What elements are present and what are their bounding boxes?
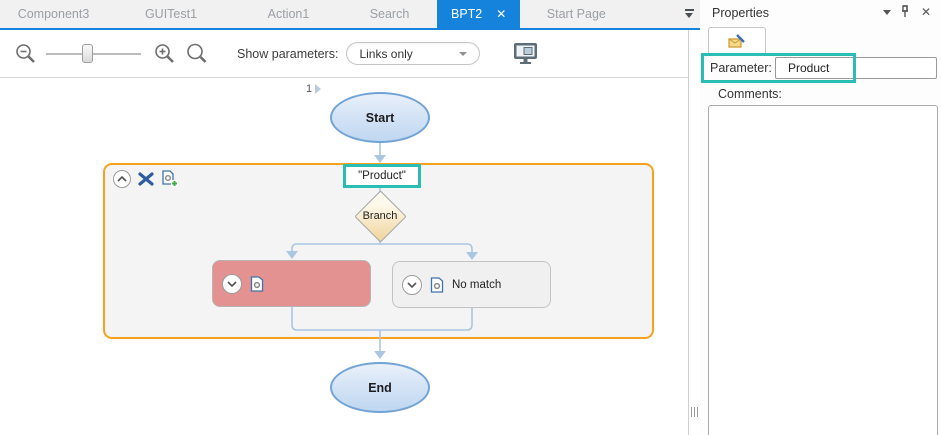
- add-document-icon[interactable]: [161, 170, 178, 188]
- tab-search[interactable]: Search: [342, 0, 437, 28]
- zoom-slider[interactable]: [46, 43, 141, 65]
- zoom-in-icon[interactable]: [153, 42, 177, 66]
- splitter-grip[interactable]: [691, 407, 698, 417]
- group-header-icons: [113, 170, 178, 188]
- tab-component3[interactable]: Component3: [0, 0, 107, 28]
- branch-case-node-selected[interactable]: [212, 260, 371, 307]
- parameter-label: Parameter:: [710, 61, 772, 75]
- branch-decision-node[interactable]: Branch: [352, 190, 408, 243]
- zoom-slider-track: [46, 52, 141, 55]
- branch-case-node-no-match[interactable]: No match: [392, 261, 551, 308]
- tab-overflow-menu-icon[interactable]: [684, 9, 694, 18]
- properties-title: Properties: [712, 6, 769, 20]
- parameter-value-label: "Product": [358, 170, 406, 182]
- comments-textarea[interactable]: [708, 105, 938, 435]
- zoom-out-icon[interactable]: [14, 42, 38, 66]
- tab-action1[interactable]: Action1: [235, 0, 342, 28]
- case-document-icon: [430, 276, 444, 293]
- show-parameters-label: Show parameters:: [237, 46, 339, 61]
- parameter-tab[interactable]: [708, 27, 766, 54]
- collapse-group-icon[interactable]: [113, 170, 131, 188]
- document-tabbar: Component3 GUITest1 Action1 Search BPT2 …: [0, 0, 700, 30]
- start-node-label: Start: [365, 110, 395, 125]
- tab-label: Search: [369, 7, 410, 21]
- sequence-marker: 1: [306, 83, 322, 95]
- parameter-tab-icon: [728, 33, 745, 48]
- branch-group-box[interactable]: [103, 163, 654, 339]
- start-node[interactable]: Start: [330, 92, 430, 143]
- pane-separator: [688, 30, 689, 435]
- end-node[interactable]: End: [330, 362, 430, 413]
- sequence-number: 1: [306, 83, 313, 95]
- expand-case-icon[interactable]: [402, 274, 422, 295]
- pin-panel-icon[interactable]: [899, 5, 911, 19]
- tab-bpt2-active[interactable]: BPT2 ✕: [437, 0, 521, 28]
- zoom-slider-handle[interactable]: [82, 43, 93, 63]
- tab-label: BPT2: [451, 7, 483, 21]
- overflow-triangle: [685, 13, 693, 18]
- parameter-row: Parameter:: [700, 56, 941, 82]
- case-document-icon: [250, 275, 264, 292]
- tab-label: GUITest1: [144, 7, 198, 21]
- parameter-value-node[interactable]: "Product": [343, 164, 421, 188]
- comments-label: Comments:: [718, 87, 782, 101]
- tab-label: Component3: [17, 7, 90, 21]
- zoom-fit-icon[interactable]: [185, 42, 209, 66]
- close-tab-icon[interactable]: ✕: [496, 7, 507, 21]
- properties-panel: Properties ✕ Parameter: Comments:: [700, 0, 941, 435]
- overflow-bar: [684, 9, 694, 11]
- tab-guitest1[interactable]: GUITest1: [107, 0, 235, 28]
- no-match-label: No match: [452, 278, 502, 291]
- end-node-label: End: [368, 380, 392, 395]
- panel-menu-icon[interactable]: [883, 10, 891, 15]
- canvas-toolbar: Show parameters: Links only: [0, 30, 688, 78]
- expand-case-icon[interactable]: [222, 273, 242, 294]
- properties-header: Properties ✕: [700, 0, 941, 25]
- dropdown-value: Links only: [359, 46, 413, 61]
- tab-start-page[interactable]: Start Page: [520, 0, 632, 28]
- display-monitor-icon[interactable]: [512, 41, 540, 66]
- parameter-input[interactable]: [775, 57, 937, 79]
- parameters-filter-dropdown[interactable]: Links only: [346, 42, 481, 65]
- flow-canvas[interactable]: 1 Start "Produ: [0, 78, 688, 435]
- close-panel-icon[interactable]: ✕: [920, 5, 931, 19]
- chevron-down-icon: [459, 51, 468, 56]
- branch-label: Branch: [362, 210, 398, 222]
- branch-flow-icon[interactable]: [138, 172, 154, 186]
- sequence-triangle-icon: [315, 84, 322, 94]
- tab-label: Start Page: [546, 7, 606, 21]
- tab-label: Action1: [267, 7, 310, 21]
